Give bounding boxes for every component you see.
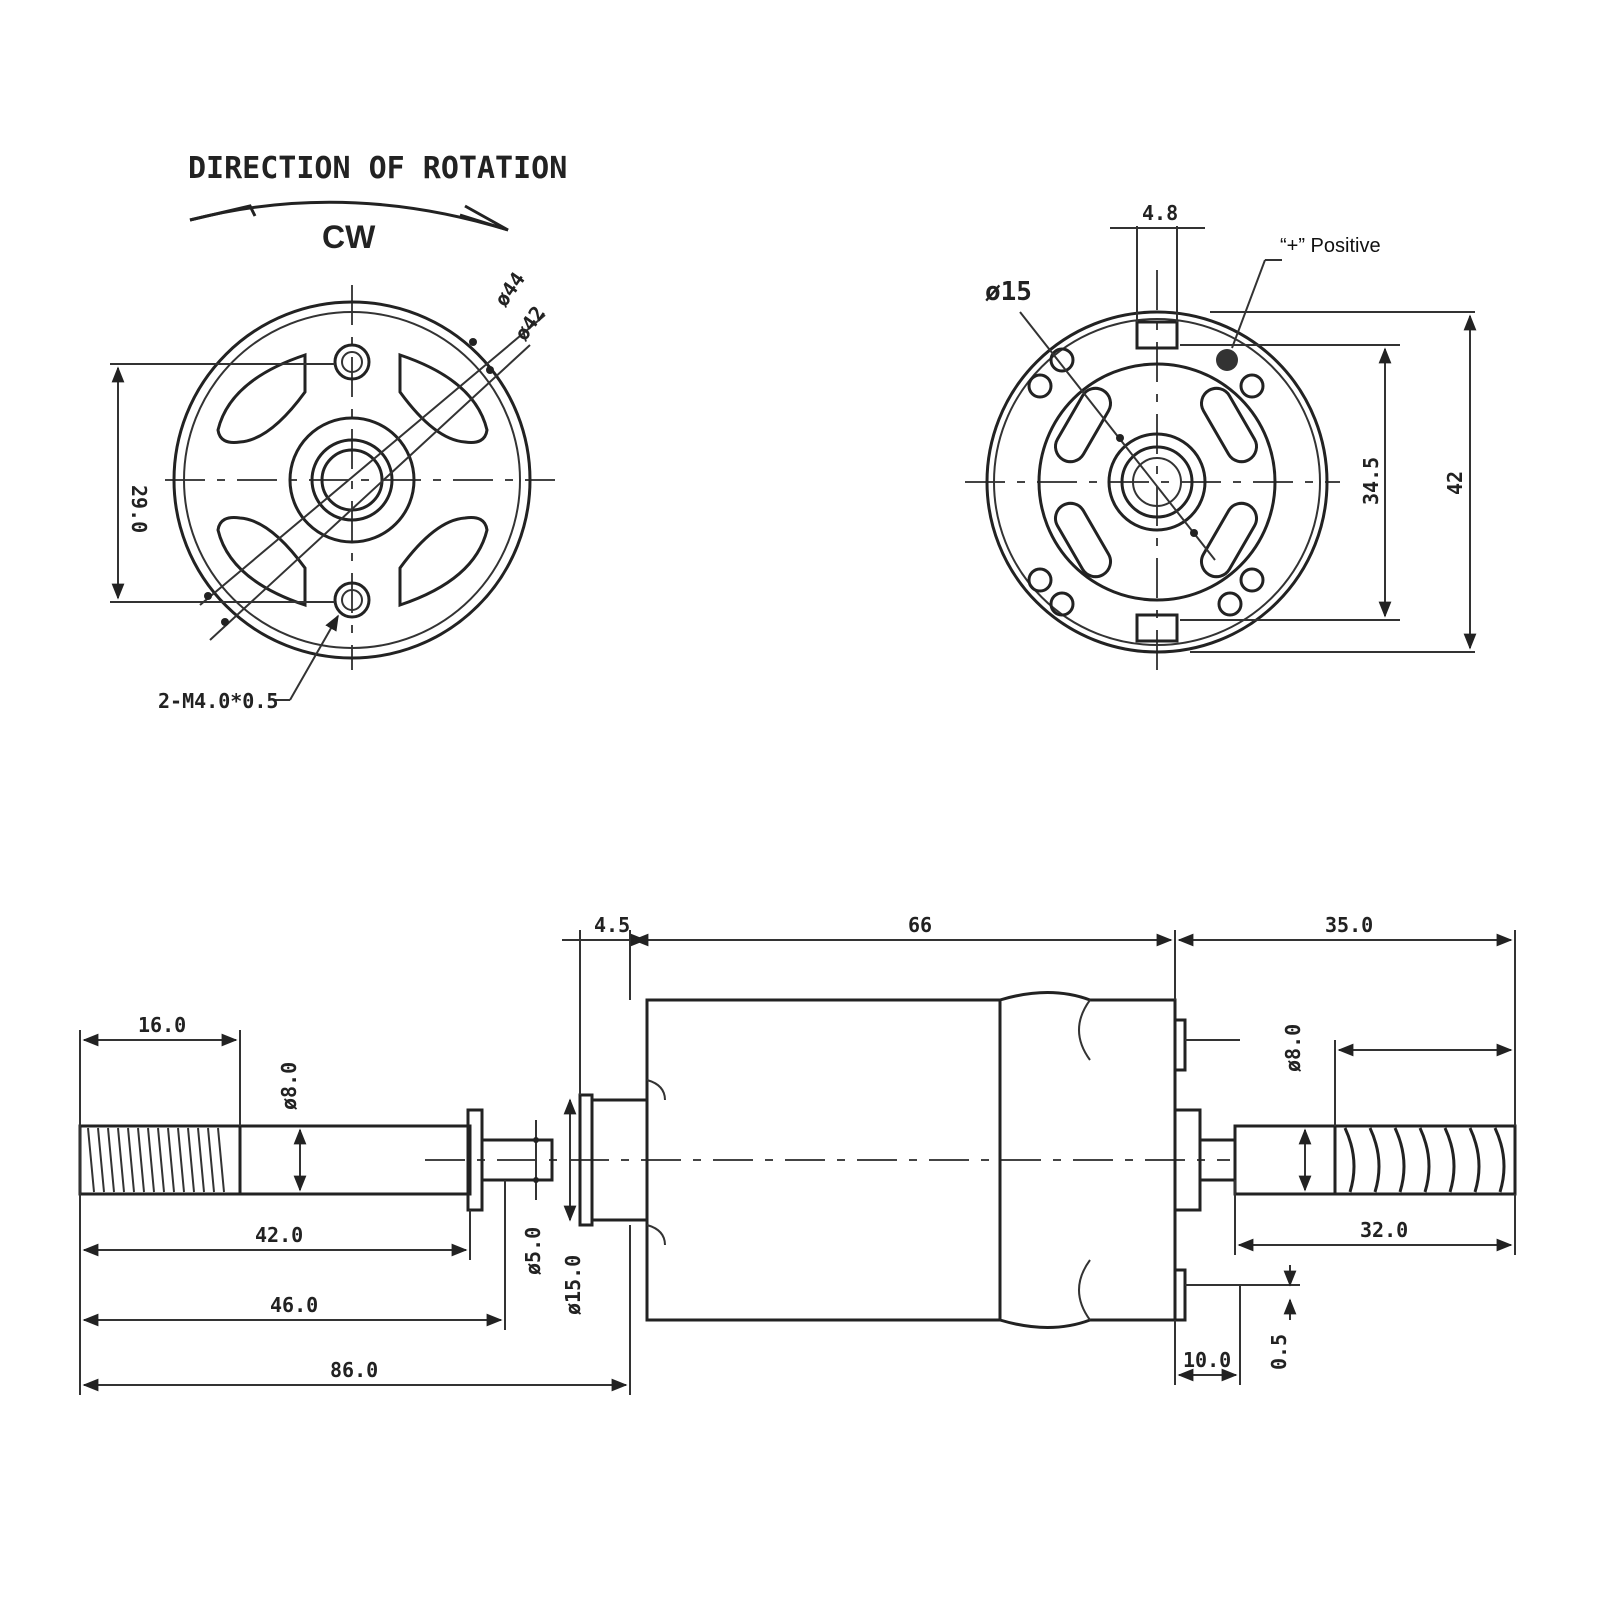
rear-rim-circle xyxy=(993,318,1321,646)
screw-leader xyxy=(289,614,339,701)
rear-hole-5 xyxy=(1049,591,1075,617)
dia5-arrow-top xyxy=(533,1137,539,1143)
right-shaft xyxy=(1233,1124,1337,1196)
right-worm-outline xyxy=(1333,1124,1517,1196)
dia5-arrow-bottom xyxy=(533,1177,539,1183)
dia15-arrow-top xyxy=(1116,434,1124,442)
rear-vent-1 xyxy=(1054,386,1112,464)
front-mount-hole-top xyxy=(333,343,371,381)
positive-leader xyxy=(1231,259,1266,349)
can-bumps xyxy=(646,1079,666,1246)
front-mount-hole-bottom xyxy=(333,581,371,619)
dim29-label: 29.0 xyxy=(127,485,151,533)
rotation-arrow-head xyxy=(459,204,509,232)
rear-bearing-outer xyxy=(1107,432,1207,532)
rotation-title: DIRECTION OF ROTATION xyxy=(188,151,567,186)
dia42-arrow-top xyxy=(486,366,494,374)
endcap-notches xyxy=(1078,999,1091,1321)
rear-hole-3 xyxy=(1239,373,1265,399)
dia42-arrow-bottom xyxy=(221,618,229,626)
dim42r-label: 42 xyxy=(1443,471,1467,495)
dia15s-label: ø15.0 xyxy=(561,1255,585,1315)
front-vent-bottom-left xyxy=(216,516,307,608)
positive-marker-dot xyxy=(1216,349,1238,371)
rotation-arrow-tail xyxy=(189,204,257,222)
rear-shaft xyxy=(1132,457,1182,507)
dia44-arrow-bottom xyxy=(204,592,212,600)
dim10-label: 10.0 xyxy=(1183,1348,1231,1372)
right-worm-threads xyxy=(1343,1127,1506,1193)
dia15-label: ø15 xyxy=(985,277,1032,307)
dim42-label: 42.0 xyxy=(255,1223,303,1247)
rear-endcap-circle xyxy=(1037,362,1277,602)
dim66-label: 66 xyxy=(908,913,932,937)
rear-view: 4.8 ø15 “+” Positive 34.5 42 xyxy=(965,201,1477,672)
rear-vent-2 xyxy=(1200,386,1258,464)
dim345-label: 34.5 xyxy=(1359,457,1383,505)
dia8-right-label: ø8.0 xyxy=(1281,1024,1305,1072)
dim46-label: 46.0 xyxy=(270,1293,318,1317)
dia5-label: ø5.0 xyxy=(521,1227,545,1275)
rear-outer-circle xyxy=(985,310,1329,654)
left-worm-threads xyxy=(87,1127,225,1193)
rear-vent-4 xyxy=(1200,501,1258,579)
front-boss-outer xyxy=(288,416,416,544)
front-outer-circle xyxy=(172,300,532,660)
dia42-label: ø42 xyxy=(509,302,549,345)
dia8-left-label: ø8.0 xyxy=(277,1062,301,1110)
front-flange-circle xyxy=(183,311,521,649)
positive-label: “+” Positive xyxy=(1280,235,1381,257)
screw-label: 2-M4.0*0.5 xyxy=(158,689,278,713)
dia44-label: ø44 xyxy=(489,268,529,311)
rear-hole-1 xyxy=(1049,347,1075,373)
front-mount-hole-bottom-inner xyxy=(341,589,363,611)
dia44-arrow-top xyxy=(469,338,477,346)
rotation-direction: CW xyxy=(322,219,376,255)
rear-terminal-bottom xyxy=(1135,613,1179,643)
dia44-leader xyxy=(199,314,546,606)
rear-hole-2 xyxy=(1027,373,1053,399)
side-terminal-top xyxy=(1173,1018,1187,1072)
front-view: DIRECTION OF ROTATION CW 29.0 xyxy=(110,151,567,713)
rear-hole-7 xyxy=(1217,591,1243,617)
dim86-label: 86.0 xyxy=(330,1358,378,1382)
dim32-label: 32.0 xyxy=(1360,1218,1408,1242)
dim16-label: 16.0 xyxy=(138,1013,186,1037)
side-view: 4.5 66 35.0 16.0 ø8.0 42.0 ø5.0 ø15.0 46… xyxy=(78,913,1517,1395)
front-boss-inner xyxy=(310,438,394,522)
dim48-label: 4.8 xyxy=(1142,201,1178,225)
rear-bearing-inner xyxy=(1120,445,1194,519)
side-terminal-bottom xyxy=(1173,1268,1187,1322)
dim45-label: 4.5 xyxy=(594,913,630,937)
left-shaft xyxy=(238,1124,472,1196)
rear-terminal-top xyxy=(1135,320,1179,350)
rear-vent-3 xyxy=(1054,501,1112,579)
front-vent-top-left xyxy=(216,352,307,444)
front-vent-bottom-right xyxy=(398,516,489,608)
front-mount-hole-top-inner xyxy=(341,351,363,373)
rear-hole-4 xyxy=(1027,567,1053,593)
dia15-arrow-bottom xyxy=(1190,529,1198,537)
dim35-label: 35.0 xyxy=(1325,913,1373,937)
front-vent-top-right xyxy=(398,352,489,444)
dia42-leader xyxy=(209,344,531,641)
dim05-label: 0.5 xyxy=(1267,1334,1291,1370)
rear-hole-6 xyxy=(1239,567,1265,593)
left-small-shaft xyxy=(480,1138,554,1182)
